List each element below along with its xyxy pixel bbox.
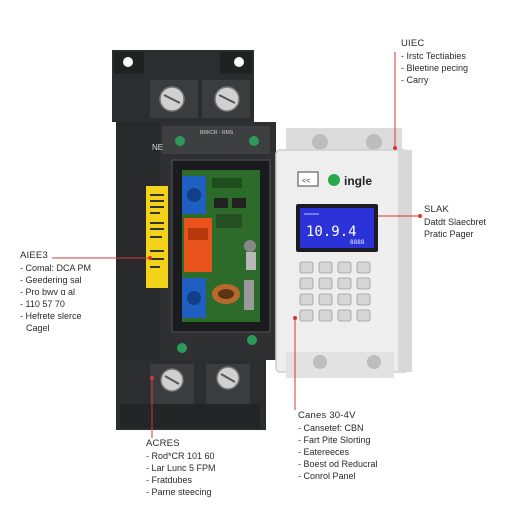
keypad-button bbox=[356, 277, 371, 290]
display-label: ===== bbox=[304, 212, 319, 218]
callout-item: Boest od Reducral bbox=[298, 458, 378, 470]
keypad-button bbox=[318, 261, 333, 274]
display-small-value: 8888 bbox=[350, 239, 365, 246]
callout-line: Cagel bbox=[26, 323, 50, 333]
keypad-button bbox=[337, 293, 352, 306]
display-value: 10.9.4 bbox=[306, 224, 357, 240]
callout-item: Irstc Tectiabies bbox=[401, 50, 468, 62]
callout-item: 110 57 70 bbox=[20, 298, 91, 310]
keypad-button bbox=[337, 277, 352, 290]
callout-item: Geedering sal bbox=[20, 274, 91, 286]
callout-bottom-right: Canes 30-4V Cansetef: CBN Fart Pite Slor… bbox=[298, 410, 378, 482]
callout-item: Cansetef: CBN bbox=[298, 422, 378, 434]
callout-item: Conrol Panel bbox=[298, 470, 378, 482]
keypad-button bbox=[299, 261, 314, 274]
brand-name: ingle bbox=[344, 174, 372, 188]
keypad-button bbox=[318, 277, 333, 290]
keypad-button bbox=[299, 309, 314, 322]
callout-item: Fart Pite Slorting bbox=[298, 434, 378, 446]
callout-line: Datdt Slaecbret bbox=[424, 217, 487, 227]
callout-item: Rod*CR 101 60 bbox=[146, 450, 216, 462]
leader-dot bbox=[150, 376, 154, 380]
panel-small-button-label: << bbox=[302, 178, 310, 185]
keypad-button bbox=[337, 309, 352, 322]
callout-title: ACRES bbox=[146, 438, 180, 449]
callout-item: Lar Lunc 5 FPM bbox=[146, 462, 216, 474]
keypad-button bbox=[356, 293, 371, 306]
keypad bbox=[299, 261, 371, 322]
leader-dot bbox=[148, 256, 152, 260]
keypad-button bbox=[299, 277, 314, 290]
leader-dot bbox=[418, 214, 422, 218]
callout-item: Bleetine pecing bbox=[401, 62, 469, 74]
control-panel-unit: << ingle ===== 10.9.4 8888 bbox=[275, 128, 412, 378]
callout-item: Carry bbox=[401, 74, 468, 86]
leader-dot bbox=[293, 316, 297, 320]
callout-item: Comal: DCA PM bbox=[20, 262, 92, 274]
callout-title: AIEE3 bbox=[20, 250, 48, 261]
callout-left: AIEE3 Comal: DCA PM Geedering sal Pro bw… bbox=[20, 250, 91, 334]
callout-title: UIEC bbox=[401, 38, 425, 49]
callout-title: SLAK bbox=[424, 204, 450, 215]
keypad-button bbox=[337, 261, 352, 274]
keypad-button bbox=[318, 309, 333, 322]
callout-mid-right: SLAK Datdt Slaecbret Pratic Pager bbox=[424, 204, 486, 240]
breaker-side-mark: NE bbox=[152, 143, 163, 152]
callout-item: Hefrete slerce bbox=[20, 310, 91, 322]
callout-bottom-left: ACRES Rod*CR 101 60 Lar Lunc 5 FPM Fratd… bbox=[146, 438, 216, 498]
callout-item: Eatereeces bbox=[298, 446, 378, 458]
keypad-button bbox=[356, 309, 371, 322]
keypad-button bbox=[356, 261, 371, 274]
breaker-top-label: BRKCR ◦ RMS bbox=[200, 130, 234, 136]
callout-title: Canes 30-4V bbox=[298, 410, 356, 421]
callout-top-right: UIEC Irstc Tectiabies Bleetine pecing Ca… bbox=[401, 38, 468, 86]
keypad-button bbox=[299, 293, 314, 306]
breaker-unit: BRKCR ◦ RMS NE bbox=[112, 50, 276, 430]
callout-item: Parne steecing bbox=[146, 486, 216, 498]
leader-lines bbox=[52, 52, 420, 438]
callout-item: Fratdubes bbox=[146, 474, 216, 486]
callout-line: Pratic Pager bbox=[424, 229, 474, 239]
keypad-button bbox=[318, 293, 333, 306]
callout-item: Pro bwv ɑ al bbox=[20, 286, 91, 298]
leader-dot bbox=[393, 146, 397, 150]
